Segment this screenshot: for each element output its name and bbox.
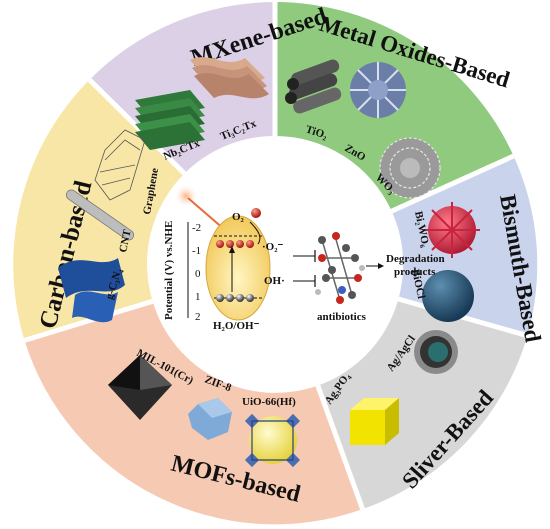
- water-label: H₂O/OH⁻: [213, 320, 260, 332]
- silver-segment: [317, 299, 528, 510]
- ag-agcl-core-shell-illustration: [414, 330, 458, 374]
- tick-4: 2: [195, 311, 201, 323]
- g-c3n4-sheet-illustration: [58, 258, 125, 323]
- biocl-sphere-illustration: [422, 270, 474, 322]
- o2-reduction-arrow: [249, 221, 261, 245]
- bi2wo6-spiky-sphere-illustration: [424, 202, 480, 258]
- mxene-stacked-sheets-illustration: [135, 90, 205, 150]
- center-circle: [149, 138, 401, 390]
- degradation-products-label-line2: products: [394, 266, 436, 278]
- zno-flower-illustration: [350, 62, 406, 118]
- mxene-segment: [89, 2, 275, 174]
- tick-0: -2: [192, 222, 201, 234]
- hole-row: [216, 294, 254, 302]
- hydroxyl-label: OH·: [264, 275, 285, 287]
- ag3po4-cube-illustration: [350, 398, 399, 445]
- catalyst-particle: [205, 215, 271, 321]
- uio-66-framework-illustration: [244, 413, 301, 468]
- graphene-sheet-illustration: [94, 129, 146, 201]
- tio2-nanotube-bundle-illustration: [285, 59, 342, 114]
- mofs-item-2: UiO-66(Hf): [242, 396, 296, 408]
- zif-8-polyhedron-illustration: [188, 398, 232, 440]
- mil-101-octahedron-illustration: [108, 355, 172, 420]
- tick-3: 1: [195, 291, 201, 303]
- carbon-item-1: CNT: [117, 228, 134, 254]
- antibiotic-molecule-illustration: [315, 232, 365, 304]
- degradation-products-label-line1: Degradation: [386, 253, 445, 265]
- superoxide-label: ·O₂⁻: [262, 241, 284, 253]
- antibiotics-label: antibiotics: [317, 311, 367, 323]
- tick-2: 0: [195, 268, 201, 280]
- tick-1: -1: [192, 245, 201, 257]
- o2-label: O₂: [232, 211, 245, 223]
- o2-molecule-icon: [251, 208, 261, 218]
- wo3-sphere-illustration: [379, 137, 441, 199]
- cnt-tube-illustration: [65, 189, 135, 241]
- potential-axis-label: Potential (V) vs.NHE: [163, 221, 175, 320]
- segment-dividers: [23, 2, 529, 510]
- mxene-wavy-sheets-illustration: [190, 57, 269, 99]
